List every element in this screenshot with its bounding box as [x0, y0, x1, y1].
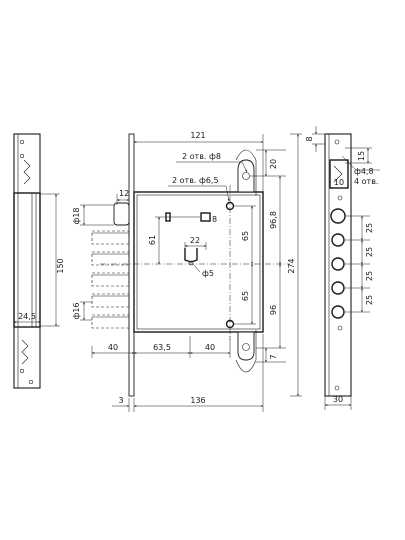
dim-label: 4 отв.: [354, 177, 378, 186]
faceplate-hole-icon: [334, 385, 340, 391]
strike-hole-icon: [19, 368, 25, 374]
faceplate-hole-icon: [337, 325, 343, 331]
dim-label: ф18: [72, 207, 81, 224]
dim-label: 40: [205, 343, 215, 352]
dim-label: 8: [212, 215, 217, 224]
bolt-hole-icon: [331, 305, 345, 319]
dim-label: 40: [108, 343, 118, 352]
strike-plate-outline: [13, 133, 41, 389]
bolt-hole-icon: [331, 233, 345, 247]
faceplate-hole-icon: [334, 139, 340, 145]
note-holes-6-5: 2 отв. ф6,5: [172, 176, 219, 185]
bolt-hole-icon: [331, 257, 345, 271]
strike-plate-view: 150 24,5: [13, 133, 65, 389]
strike-latch-mark-top: [23, 159, 31, 185]
strike-latch-mark-bottom: [21, 339, 29, 365]
dim-label: 20: [269, 159, 278, 169]
dim-label: 15: [357, 151, 366, 161]
bolt-hole-icon: [331, 281, 345, 295]
dim-label: 61: [148, 235, 157, 245]
dim-label: 65: [241, 231, 250, 241]
phantom-bracket-bottom: [235, 330, 257, 373]
dim-label: ф5: [202, 269, 214, 278]
dim-label: 7: [269, 354, 278, 359]
strike-hole-icon: [28, 379, 34, 385]
dim-label: 63,5: [153, 343, 171, 352]
dim-label: 274: [287, 258, 296, 273]
lug-hole-icon: [242, 343, 250, 351]
note-holes-8: 2 отв. ф8: [182, 152, 221, 161]
dim-label: 25: [365, 271, 374, 281]
dim-label: 96: [269, 305, 278, 315]
dim-label: 25: [365, 247, 374, 257]
dim-label: 25: [365, 223, 374, 233]
faceplate-hole-icon: [337, 195, 343, 201]
cam-hole-icon: [188, 260, 194, 266]
lock-body-view: 121 2 отв. ф8 2 отв. ф6,5 20 12 ф18 ф16 …: [72, 131, 302, 412]
dim-label: 24,5: [18, 312, 36, 321]
top-mount-lug: [237, 159, 255, 193]
dim-label: 121: [190, 131, 205, 140]
dim-label: 10: [334, 178, 344, 187]
bolt-set: [91, 230, 130, 329]
phantom-bracket-top: [235, 149, 257, 196]
square-spindle: [200, 212, 211, 222]
dim-label: 65: [241, 291, 250, 301]
dim-label: 22: [190, 236, 200, 245]
strike-hole-icon: [19, 139, 25, 145]
cylinder-cam: [184, 248, 198, 263]
dim-label: 25: [365, 295, 374, 305]
faceplate-side: [128, 133, 135, 397]
lock-case: [133, 191, 264, 333]
dim-label: 136: [190, 396, 205, 405]
faceplate-front-view: 8 15 10 ф4,8 4 отв. 25 25 25 25 30: [305, 126, 380, 410]
lug-hole-icon: [242, 172, 250, 180]
dim-label: 150: [56, 258, 65, 273]
dim-label: ф4,8: [354, 167, 374, 176]
strike-plate-opening: [13, 192, 41, 328]
dim-label: ф16: [72, 302, 81, 319]
strike-hole-icon: [19, 153, 25, 159]
dim-label: 96,8: [269, 211, 278, 229]
bottom-mount-lug: [237, 331, 255, 361]
dim-label: 3: [118, 396, 123, 405]
dim-label: 30: [333, 395, 343, 404]
latch-bolt: [113, 202, 130, 226]
dim-label: 8: [305, 136, 314, 141]
dim-label: 12: [119, 189, 129, 198]
